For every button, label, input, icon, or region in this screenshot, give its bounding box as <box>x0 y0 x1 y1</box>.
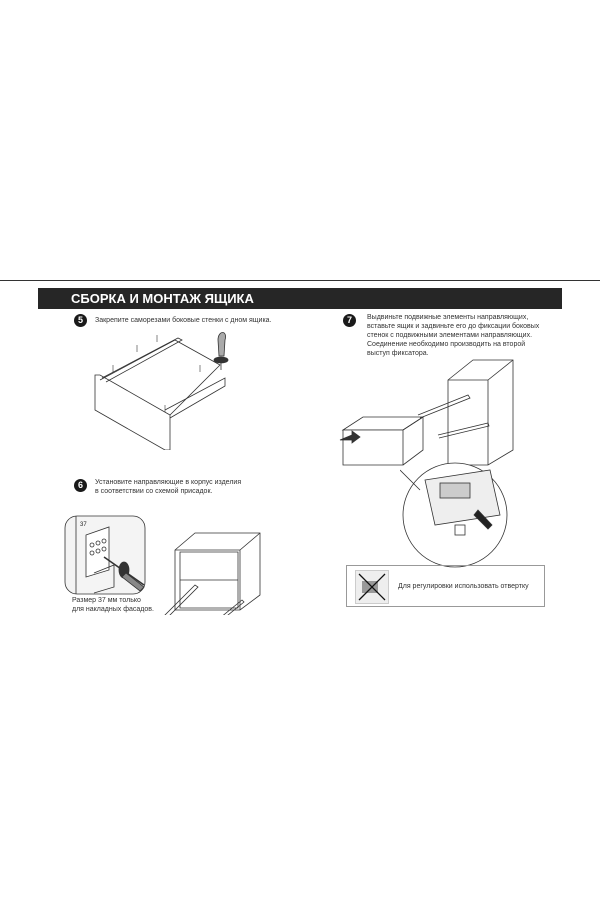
drawer-insertion-illustration <box>339 359 514 466</box>
drawer-assembly-illustration <box>94 332 229 450</box>
step-6-line: Установите направляющие в корпус изделия <box>95 479 242 486</box>
note-text: Для регулировки использовать отвертку <box>398 583 529 590</box>
step-7-line: Выдвиньте подвижные элементы направляющи… <box>367 314 529 321</box>
step-6-text: Установите направляющие в корпус изделия… <box>95 478 241 496</box>
step-7-text: Выдвиньте подвижные элементы направляющи… <box>367 313 539 358</box>
step-6-line: в соответствии со схемой присадок. <box>95 488 213 495</box>
no-screwdriver-icon <box>355 570 389 604</box>
step-5-badge: 5 <box>74 314 87 327</box>
step-7-line: Соединение необходимо производить на вто… <box>367 341 526 348</box>
hole-pattern-detail-illustration <box>64 515 146 595</box>
section-title: СБОРКА И МОНТАЖ ЯЩИКА <box>38 288 562 309</box>
caption-line: Размер 37 мм только <box>72 597 141 604</box>
dimension-label: 37 <box>80 522 87 528</box>
step-5-text: Закрепите саморезами боковые стенки с дн… <box>95 317 272 324</box>
caption-line: для накладных фасадов. <box>72 606 154 613</box>
top-rule <box>0 280 600 281</box>
fixator-detail-magnifier <box>400 462 508 568</box>
step-7-badge: 7 <box>343 314 356 327</box>
step-7-line: стенок с подвижными элементами направляю… <box>367 332 533 339</box>
step-7-line: вставьте ящик и задвиньте его до фиксаци… <box>367 323 540 330</box>
step-6-badge: 6 <box>74 479 87 492</box>
size-caption: Размер 37 мм только для накладных фасадо… <box>72 596 154 614</box>
step-7-line: выступ фиксатора. <box>367 350 429 357</box>
cabinet-with-runners-illustration <box>164 532 261 615</box>
adjustment-note: Для регулировки использовать отвертку <box>346 565 545 607</box>
